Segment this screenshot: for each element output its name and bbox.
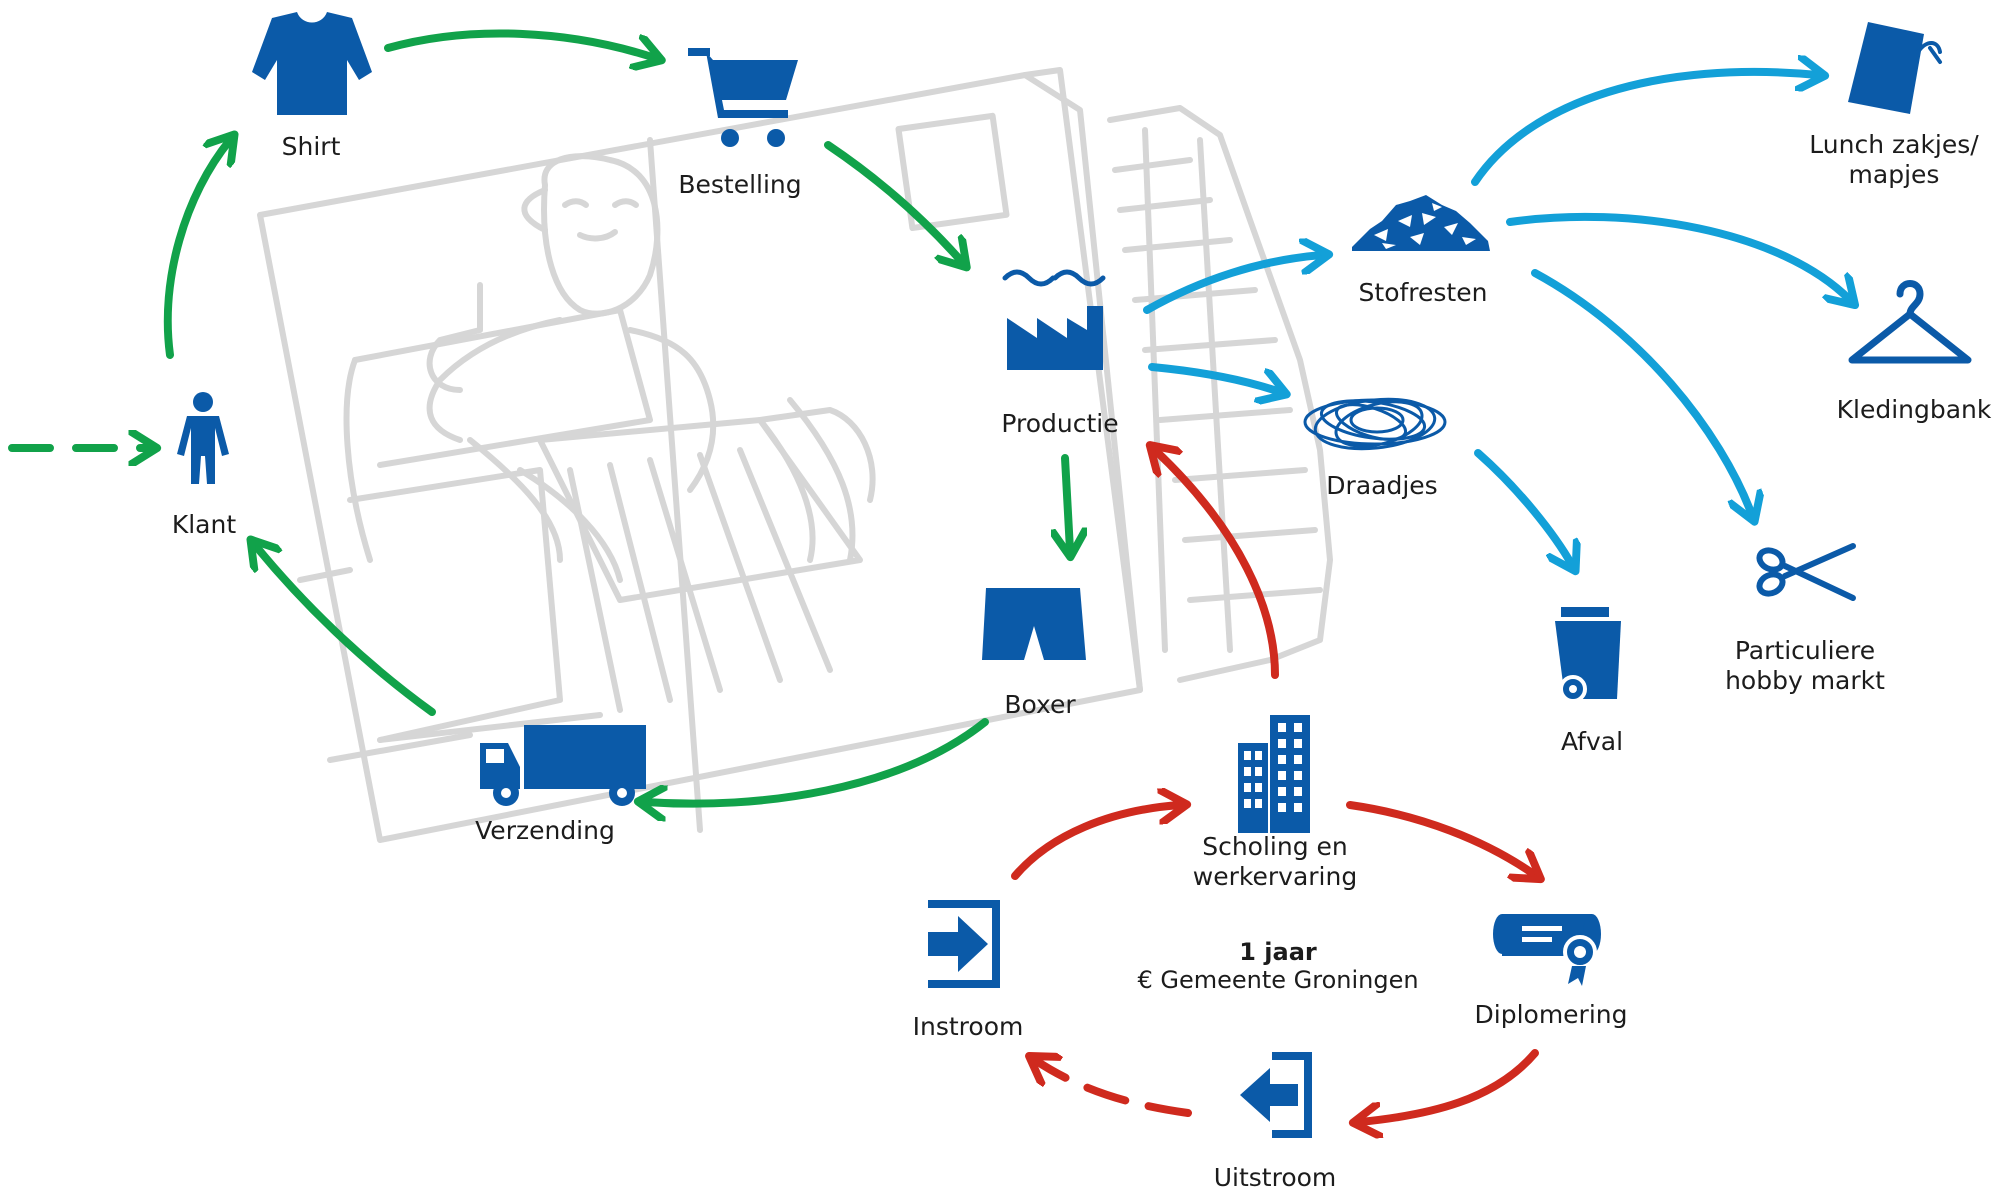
arrow-stofresten-to-kledingbank	[1506, 212, 1850, 300]
label-hobby: Particuliere hobby markt	[1725, 636, 1885, 696]
label-draadjes: Draadjes	[1326, 471, 1438, 500]
hanger-icon	[1848, 280, 1972, 364]
sewing-sketch-illustration	[257, 67, 1333, 843]
truck-icon	[480, 725, 646, 806]
label-lunch-line2: mapjes	[1848, 160, 1940, 189]
center-note: 1 jaar € Gemeente Groningen	[1137, 938, 1418, 994]
arrow-bestelling-to-productie	[824, 141, 962, 262]
label-afval: Afval	[1560, 727, 1624, 756]
center-note-duration: 1 jaar	[1239, 938, 1317, 966]
label-lunch-line1: Lunch zakjes/	[1809, 130, 1979, 159]
center-note-funder: € Gemeente Groningen	[1137, 966, 1419, 994]
arrow-draadjes-to-afval	[1474, 449, 1572, 565]
label-diplomering: Diplomering	[1474, 1000, 1628, 1029]
arrow-scholing-to-productie	[1155, 450, 1279, 679]
person-icon	[177, 392, 229, 484]
arrow-scholing-to-diplomering	[1346, 801, 1535, 875]
label-uitstroom: Uitstroom	[1213, 1163, 1337, 1192]
arrow-stofresten-to-hobby	[1531, 269, 1752, 515]
blue-residue-arrows	[1143, 72, 1850, 565]
arrow-productie-to-draadjes	[1148, 363, 1280, 392]
scissors-icon	[1756, 543, 1856, 601]
label-scholing: Scholing en werkervaring	[1193, 832, 1357, 892]
label-productie: Productie	[1001, 409, 1119, 438]
label-hobby-line1: Particuliere	[1734, 636, 1876, 665]
red-cycle-arrows	[1011, 450, 1539, 1122]
label-kledingbank: Kledingbank	[1836, 395, 1992, 424]
label-scholing-line2: werkervaring	[1192, 862, 1358, 891]
fabric-scraps-icon	[1352, 195, 1490, 251]
enter-icon	[928, 900, 1000, 988]
arrow-verzending-to-klant	[255, 545, 436, 716]
label-klant: Klant	[171, 510, 237, 539]
arrow-klant-to-shirt	[163, 140, 230, 359]
arrow-productie-to-stofresten	[1143, 255, 1322, 314]
diploma-icon	[1493, 914, 1601, 986]
arrow-productie-to-boxer	[1065, 454, 1070, 550]
trash-bin-icon	[1555, 607, 1621, 703]
exit-icon	[1240, 1052, 1312, 1138]
label-verzending: Verzending	[475, 816, 615, 845]
bag-icon	[1848, 22, 1942, 114]
arrow-boxer-to-verzending	[645, 718, 989, 804]
shirt-icon	[252, 12, 372, 115]
arrow-diplomering-to-uitstroom	[1360, 1049, 1539, 1122]
label-lunch: Lunch zakjes/ mapjes	[1809, 130, 1978, 190]
label-hobby-line2: hobby markt	[1725, 666, 1885, 695]
label-boxer: Boxer	[1004, 690, 1076, 719]
label-stofresten: Stofresten	[1358, 278, 1488, 307]
green-cycle-arrows	[8, 29, 1070, 804]
boxer-shorts-icon	[982, 588, 1086, 660]
label-bestelling: Bestelling	[678, 170, 802, 199]
arrow-stofresten-to-lunch	[1471, 72, 1818, 186]
arrow-instroom-to-scholing	[1011, 805, 1180, 880]
building-icon	[1238, 715, 1310, 833]
thread-ball-icon	[1303, 397, 1447, 451]
label-scholing-line1: Scholing en	[1202, 832, 1348, 861]
dashed-arrow-uitstroom-to-instroom	[1035, 1060, 1192, 1117]
arrow-shirt-to-bestelling	[384, 29, 655, 58]
label-instroom: Instroom	[912, 1012, 1024, 1041]
label-shirt: Shirt	[281, 132, 341, 161]
factory-icon	[1002, 269, 1106, 370]
cart-icon	[688, 48, 798, 147]
